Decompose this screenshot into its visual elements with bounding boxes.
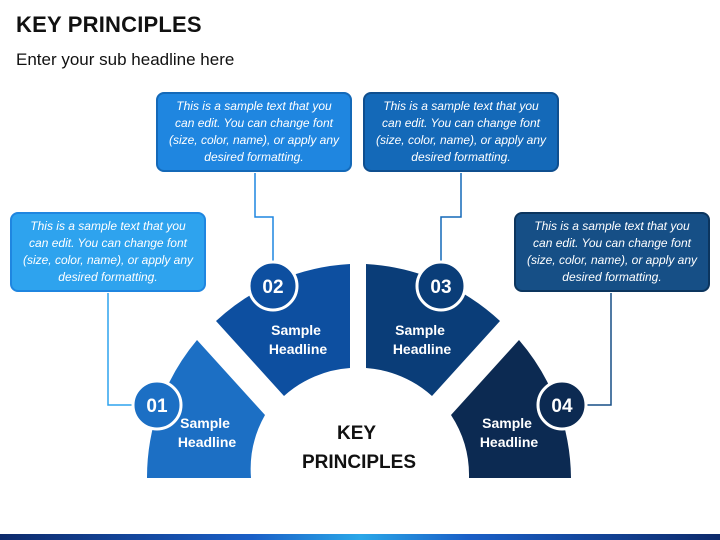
number-badge-01 bbox=[131, 379, 183, 431]
segment-04-shape[interactable] bbox=[451, 340, 571, 478]
segment-02-shape[interactable] bbox=[216, 264, 350, 396]
segment-01-headline: Sample Headline bbox=[178, 415, 237, 450]
callout-text-01: This is a sample text that you can edit.… bbox=[22, 219, 194, 284]
callout-box-02: This is a sample text that you can edit.… bbox=[156, 92, 352, 172]
segment-03-headline: Sample Headline bbox=[393, 322, 452, 357]
number-badge-04 bbox=[536, 379, 588, 431]
connector-line-2 bbox=[254, 173, 274, 262]
connector-line-1 bbox=[107, 293, 133, 406]
segment-04-headline: Sample Headline bbox=[480, 415, 539, 450]
callout-text-03: This is a sample text that you can edit.… bbox=[375, 99, 547, 164]
connector-line-3 bbox=[440, 173, 462, 262]
number-badge-01-label: 01 bbox=[146, 396, 168, 417]
bottom-accent-bar bbox=[0, 534, 720, 540]
segment-02-headline: Sample Headline bbox=[269, 322, 328, 357]
page-subtitle: Enter your sub headline here bbox=[16, 50, 235, 69]
callout-text-04: This is a sample text that you can edit.… bbox=[526, 219, 698, 284]
callout-text-02: This is a sample text that you can edit.… bbox=[168, 99, 340, 164]
callout-box-01: This is a sample text that you can edit.… bbox=[10, 212, 206, 292]
number-badge-04-label: 04 bbox=[551, 396, 573, 417]
page-title: KEY PRINCIPLES bbox=[16, 12, 202, 37]
segment-01-shape[interactable] bbox=[146, 340, 265, 478]
number-badge-03-label: 03 bbox=[430, 277, 451, 298]
center-title: KEY PRINCIPLES bbox=[302, 423, 416, 473]
number-badge-03 bbox=[415, 260, 467, 312]
callout-box-03: This is a sample text that you can edit.… bbox=[363, 92, 559, 172]
callout-box-04: This is a sample text that you can edit.… bbox=[514, 212, 710, 292]
connector-line-4 bbox=[586, 293, 612, 406]
segment-03-shape[interactable] bbox=[366, 264, 500, 396]
number-badge-02 bbox=[247, 260, 299, 312]
number-badge-02-label: 02 bbox=[262, 277, 283, 298]
